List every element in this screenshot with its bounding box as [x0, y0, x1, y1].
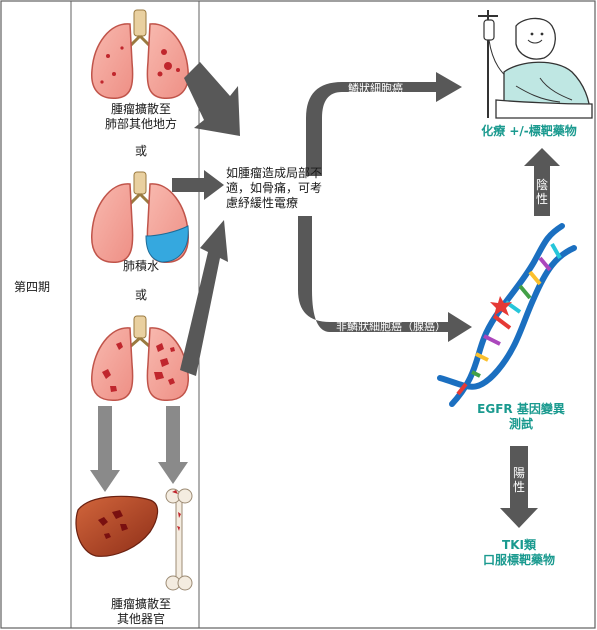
egfr-test-label: EGFR 基因變異 測試: [477, 402, 565, 431]
other-organs-label: 腫瘤擴散至 其他器官: [110, 597, 171, 626]
positive-label: 陽性: [512, 466, 525, 494]
patient-icv-icon: [478, 10, 593, 119]
liver-icon: [75, 495, 159, 557]
arrow-non-squamous: [298, 216, 472, 342]
arrow-lung-to-liver: [90, 406, 120, 492]
bone-icon: [165, 488, 193, 591]
non-squamous-label: 非鱗狀細胞癌（腺癌）: [336, 320, 446, 333]
arrow-squamous: [306, 72, 462, 176]
arrow-negative: [524, 148, 560, 216]
lung-spread-label: 腫瘤擴散至 肺部其他地方: [104, 102, 177, 131]
arrows-left-to-center: [90, 62, 240, 492]
palliative-radiotherapy-note: 如腫瘤造成局部不 適，如骨痛，可考 慮紓緩性電療: [226, 166, 323, 210]
or-label-1: 或: [134, 144, 147, 158]
arrow-effusion-to-center: [172, 170, 224, 200]
or-label-2: 或: [134, 288, 147, 302]
dna-helix-icon: [437, 223, 577, 407]
squamous-label: 鱗狀細胞癌: [348, 82, 403, 95]
tki-label: TKI類 口服標靶藥物: [482, 538, 555, 567]
mutation-star-icon: [490, 296, 512, 316]
lung-nodules-icon: [91, 315, 189, 402]
lung-spread-icon: [91, 9, 189, 99]
negative-label: 陰性: [535, 178, 548, 206]
arrow-lung-to-center: [184, 62, 240, 136]
stage-label: 第四期: [14, 280, 51, 294]
pleural-effusion-lung-icon: [91, 171, 189, 263]
arrow-nodules-to-center: [180, 220, 228, 376]
chemo-label: 化療 +/-標靶藥物: [481, 124, 577, 138]
pleural-effusion-label: 肺積水: [122, 259, 159, 273]
arrow-lung-to-bone: [158, 406, 188, 484]
arrow-positive: [500, 446, 538, 528]
branch-arrows: [298, 72, 560, 528]
